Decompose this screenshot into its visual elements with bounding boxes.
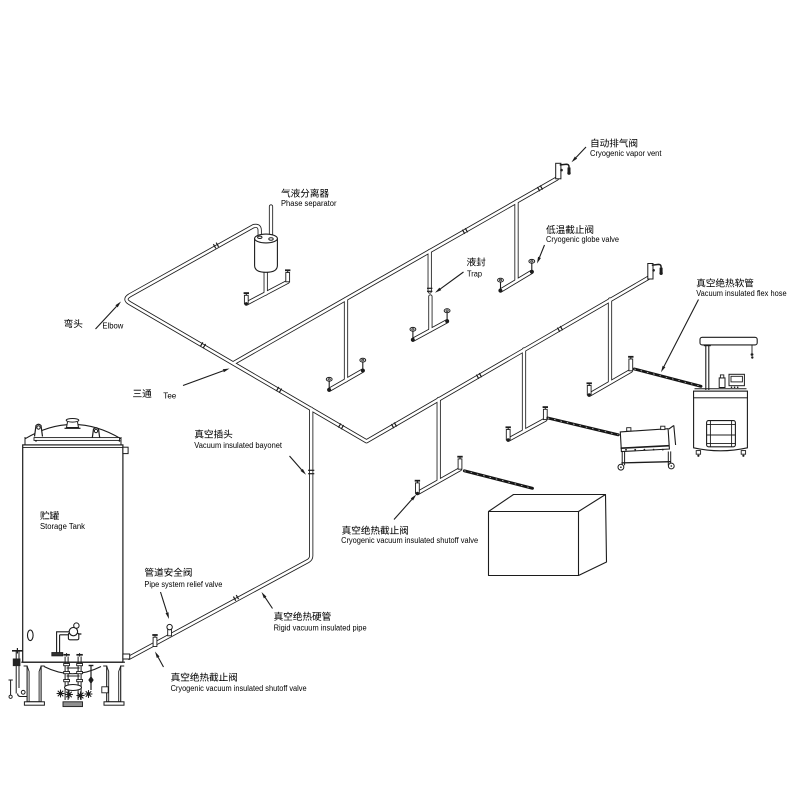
svg-text:Cryogenic vapor vent: Cryogenic vapor vent	[590, 149, 662, 158]
svg-text:Storage Tank: Storage Tank	[40, 522, 85, 531]
svg-text:Tee: Tee	[163, 391, 176, 400]
svg-text:Rigid vacuum insulated pipe: Rigid vacuum insulated pipe	[274, 624, 367, 633]
svg-text:Elbow: Elbow	[102, 322, 123, 331]
svg-text:Trap: Trap	[467, 269, 483, 278]
svg-text:Cryogenic vacuum insulated shu: Cryogenic vacuum insulated shutoff valve	[341, 536, 478, 545]
svg-text:Vacuum insulated flex hose: Vacuum insulated flex hose	[696, 289, 786, 298]
svg-text:Pipe system relief valve: Pipe system relief valve	[144, 580, 222, 589]
svg-text:Phase separator: Phase separator	[281, 199, 337, 208]
svg-text:Cryogenic globe valve: Cryogenic globe valve	[546, 235, 619, 244]
svg-text:Vacuum insulated bayonet: Vacuum insulated bayonet	[194, 441, 283, 450]
svg-text:Cryogenic vacuum insulated shu: Cryogenic vacuum insulated shutoff valve	[171, 684, 307, 693]
